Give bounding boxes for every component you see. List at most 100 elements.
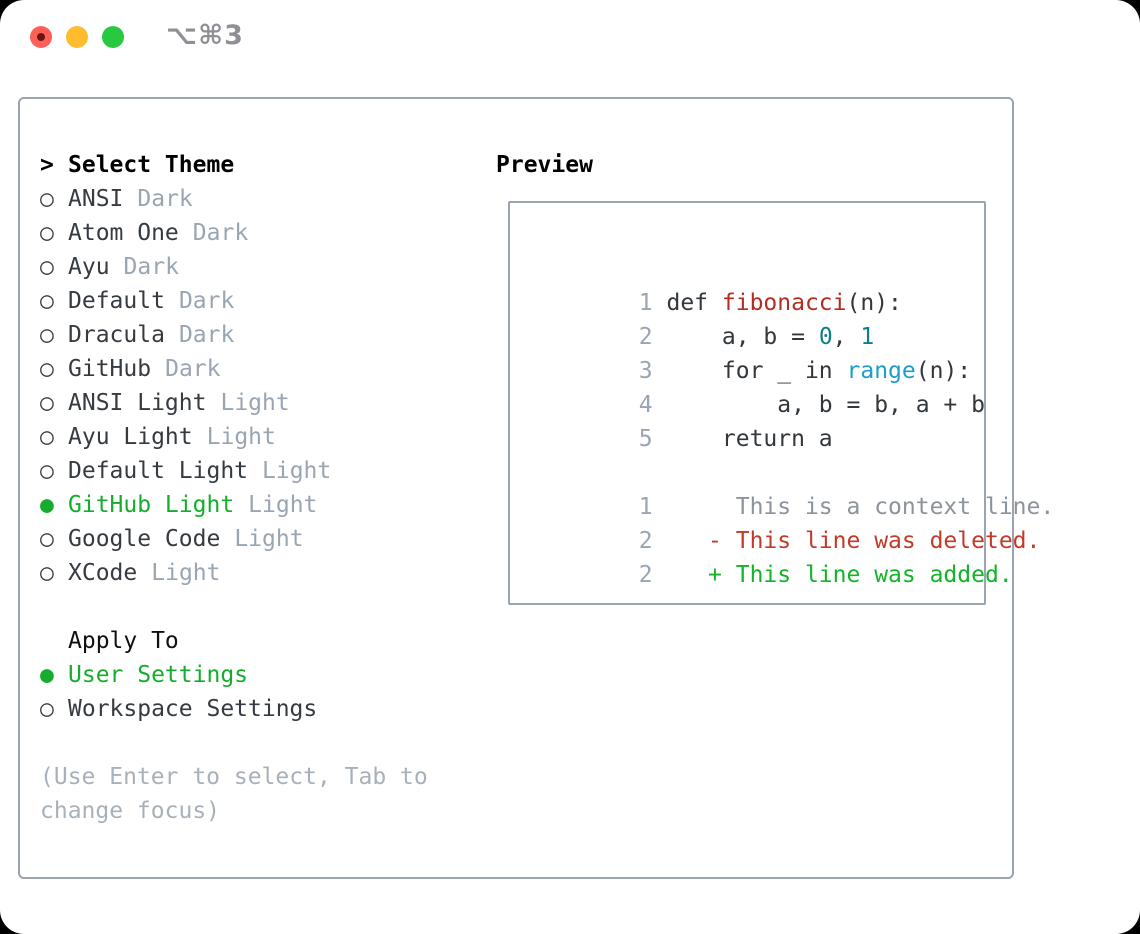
cursor-icon: > [40, 152, 54, 178]
code-line: 4 a, b = b, a + b [528, 354, 985, 418]
theme-variant: Light [151, 560, 221, 586]
window-controls [30, 26, 124, 48]
code-segment: (n): [846, 290, 902, 316]
unsaved-dot-icon [37, 33, 45, 41]
theme-name: Dracula [68, 322, 165, 348]
preview-title: Preview [496, 152, 593, 178]
diff-deleted-line: 2 - This line was deleted. [528, 490, 1041, 554]
preview-box: 1 def fibonacci(n): 2 a, b = 0, 1 3 for … [508, 201, 1054, 605]
theme-option-atom-one-dark[interactable]: ○ Atom One Dark [40, 216, 428, 250]
radio-icon: ○ [40, 458, 54, 484]
diff-added-line: 2 + This line was added. [528, 524, 1013, 588]
theme-variant: Light [220, 390, 290, 416]
code-line: 1 def fibonacci(n): [528, 252, 984, 316]
theme-name: Google Code [68, 526, 221, 552]
radio-icon: ○ [40, 526, 54, 552]
radio-icon: ○ [40, 220, 54, 246]
spacer [40, 726, 428, 760]
code-segment: 1 [638, 290, 667, 316]
theme-option-ansi-dark[interactable]: ○ ANSI Dark [40, 182, 428, 216]
close-button-icon[interactable] [30, 26, 52, 48]
radio-icon: ○ [40, 288, 54, 314]
theme-variant: Dark [165, 356, 221, 382]
theme-variant: Dark [192, 220, 249, 246]
code-line: 5 return a [528, 388, 984, 452]
indent [40, 624, 68, 658]
theme-name: ANSI Light [68, 390, 207, 416]
theme-name: XCode [68, 560, 138, 586]
code-segment: 1 [860, 324, 875, 350]
theme-list: > Select Theme ○ ANSI Dark ○ Atom One Da… [40, 148, 428, 828]
theme-name: Default [68, 288, 165, 314]
code-segment: 4 [638, 392, 667, 418]
theme-option-ayu-light[interactable]: ○ Ayu Light Light [40, 420, 428, 454]
theme-option-ayu-dark[interactable]: ○ Ayu Dark [40, 250, 428, 284]
radio-icon: ○ [40, 254, 54, 280]
theme-name: Ayu [68, 254, 110, 280]
radio-icon: ○ [40, 560, 54, 586]
theme-name: GitHub [68, 356, 152, 382]
theme-variant: Light [206, 424, 276, 450]
theme-option-default-dark[interactable]: ○ Default Dark [40, 284, 428, 318]
section-title: Apply To [68, 628, 179, 654]
radio-selected-icon: ● [40, 662, 54, 688]
window-title: ⌥⌘3 [166, 20, 244, 51]
code-segment: (n): [915, 358, 972, 384]
radio-icon: ○ [40, 186, 54, 212]
theme-option-default-light[interactable]: ○ Default Light Light [40, 454, 428, 488]
code-segment: return a [666, 426, 833, 452]
code-segment: def [666, 290, 722, 316]
code-line: 3 for _ in range(n): [528, 320, 984, 384]
theme-name: Default Light [68, 458, 249, 484]
select-theme-header: > Select Theme [40, 148, 428, 182]
apply-target-name: Workspace Settings [68, 696, 318, 722]
code-line: 2 a, b = 0, 1 [528, 286, 984, 350]
code-segment: range [846, 358, 916, 384]
keyboard-hint-line: change focus) [40, 798, 221, 824]
code-segment: 2 [638, 562, 653, 588]
theme-name: GitHub Light [68, 492, 235, 518]
keyboard-hint-line: (Use Enter to select, Tab to [40, 764, 428, 790]
radio-icon: ○ [40, 696, 54, 722]
diff-context-line: 1 This is a context line. [528, 456, 1054, 520]
radio-icon: ○ [40, 356, 54, 382]
code-segment: , [832, 324, 861, 350]
theme-variant: Dark [123, 254, 179, 280]
code-segment: a, b = [666, 324, 819, 350]
theme-option-google-code[interactable]: ○ Google Code Light [40, 522, 428, 556]
code-segment: 2 [638, 324, 667, 350]
apply-option-user-settings[interactable]: ● User Settings [40, 658, 428, 692]
zoom-button-icon[interactable] [102, 26, 124, 48]
apply-option-workspace-settings[interactable]: ○ Workspace Settings [40, 692, 428, 726]
theme-name: Ayu Light [68, 424, 193, 450]
radio-icon: ○ [40, 390, 54, 416]
theme-option-xcode[interactable]: ○ XCode Light [40, 556, 428, 590]
theme-option-dracula-dark[interactable]: ○ Dracula Dark [40, 318, 428, 352]
code-segment: for _ in [666, 358, 847, 384]
theme-variant: Light [234, 526, 304, 552]
theme-option-ansi-light[interactable]: ○ ANSI Light Light [40, 386, 428, 420]
code-segment: 5 [638, 426, 667, 452]
code-segment: 3 [638, 358, 667, 384]
apply-to-header: Apply To [40, 624, 428, 658]
code-segment: a, b = b, a + b [666, 392, 985, 418]
theme-option-github-dark[interactable]: ○ GitHub Dark [40, 352, 428, 386]
theme-variant: Dark [178, 322, 235, 348]
theme-option-github-light[interactable]: ● GitHub Light Light [40, 488, 428, 522]
minimize-button-icon[interactable] [66, 26, 88, 48]
theme-variant: Light [262, 458, 332, 484]
code-segment: + This line was added. [652, 562, 1013, 588]
spacer [40, 590, 428, 624]
theme-variant: Dark [178, 288, 235, 314]
apply-target-name: User Settings [68, 662, 249, 688]
radio-selected-icon: ● [40, 492, 54, 518]
code-segment: This is a context line. [652, 494, 1055, 520]
theme-selector-panel: > Select Theme ○ ANSI Dark ○ Atom One Da… [18, 97, 1054, 879]
radio-icon: ○ [40, 424, 54, 450]
theme-variant: Light [248, 492, 318, 518]
theme-name: Atom One [68, 220, 179, 246]
code-segment: 0 [818, 324, 833, 350]
code-segment: 1 [638, 494, 653, 520]
code-segment: 2 [638, 528, 653, 554]
